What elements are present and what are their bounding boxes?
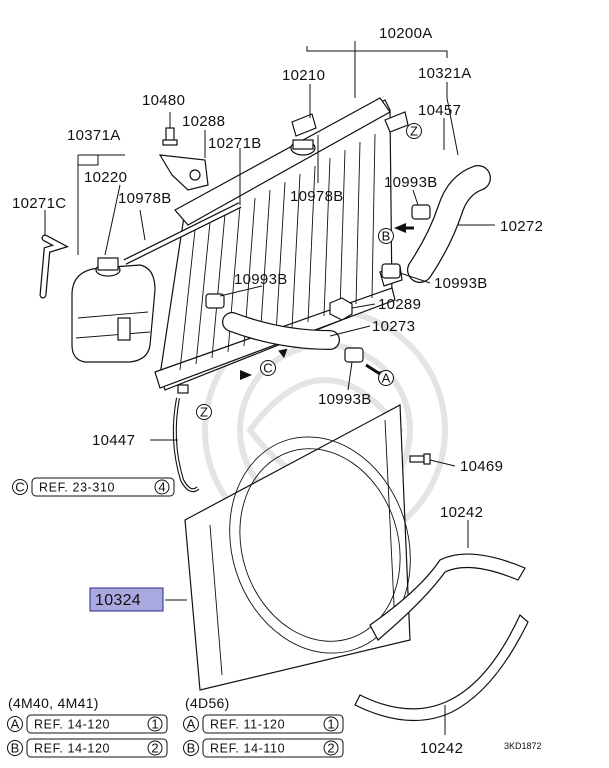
marker-b: B: [378, 228, 394, 244]
label-10371A[interactable]: 10371A: [67, 127, 121, 144]
label-10993B-bottom[interactable]: 10993B: [318, 391, 372, 408]
lower-shroud-upper: [369, 553, 526, 641]
svg-text:1: 1: [151, 717, 158, 732]
hose-clamp: [205, 204, 431, 363]
label-10457[interactable]: 10457: [418, 102, 461, 119]
svg-text:B: B: [11, 741, 20, 756]
bracket-10288: [158, 154, 209, 191]
svg-text:2: 2: [151, 741, 158, 756]
ref-c[interactable]: C REF. 23-310 4: [12, 477, 175, 497]
svg-text:A: A: [382, 371, 391, 386]
upper-hose-10272: [407, 165, 491, 283]
label-10480[interactable]: 10480: [142, 92, 185, 109]
label-10993B-upper-right[interactable]: 10993B: [384, 174, 438, 191]
svg-text:B: B: [382, 229, 391, 244]
group-label-4m40: (4M40, 4M41): [8, 695, 99, 711]
label-10289[interactable]: 10289: [378, 296, 421, 313]
label-10200A[interactable]: 10200A: [379, 25, 433, 42]
label-10978B-right[interactable]: 10978B: [290, 188, 344, 205]
label-10271B[interactable]: 10271B: [208, 135, 262, 152]
label-10220[interactable]: 10220: [84, 169, 127, 186]
label-10272[interactable]: 10272: [500, 218, 543, 235]
svg-text:Z: Z: [200, 405, 208, 420]
diagram-code: 3KD1872: [504, 741, 542, 751]
lower-hose-10273: [222, 312, 340, 350]
svg-text:B: B: [187, 741, 196, 756]
radiator-cap: [291, 113, 317, 137]
label-10242-upper[interactable]: 10242: [440, 504, 483, 521]
svg-text:4: 4: [158, 480, 165, 495]
drain-hose-10447: [172, 397, 200, 493]
leader-lines: [44, 41, 495, 735]
svg-text:REF. 14-120: REF. 14-120: [34, 718, 110, 732]
svg-text:A: A: [11, 717, 20, 732]
flow-arrows: [240, 223, 414, 380]
hose-10271B: [123, 202, 242, 265]
fan-shroud: [184, 404, 411, 691]
bolt-10480: [162, 127, 178, 146]
marker-z-top: Z: [406, 123, 422, 139]
svg-text:Z: Z: [410, 124, 418, 139]
lower-shroud-lower: [354, 614, 529, 722]
svg-text:REF. 14-110: REF. 14-110: [210, 742, 285, 756]
label-10978B-left[interactable]: 10978B: [118, 190, 172, 207]
label-10993B-mid[interactable]: 10993B: [234, 271, 288, 288]
svg-text:C: C: [263, 361, 272, 376]
nut-10289: [329, 297, 353, 321]
svg-text:C: C: [15, 480, 24, 495]
ref-right-b[interactable]: B REF. 14-110 2: [183, 738, 344, 758]
label-10993B-right[interactable]: 10993B: [434, 275, 488, 292]
svg-text:A: A: [187, 717, 196, 732]
label-10321A[interactable]: 10321A: [418, 65, 472, 82]
marker-c: C: [260, 360, 276, 376]
label-10447[interactable]: 10447: [92, 432, 135, 449]
ref-left-b[interactable]: B REF. 14-120 2: [7, 738, 168, 758]
svg-text:REF. 14-120: REF. 14-120: [34, 742, 110, 756]
marker-z-drain: Z: [196, 404, 212, 420]
bolt-10469: [409, 453, 431, 465]
label-10324-highlighted[interactable]: 10324: [89, 587, 164, 612]
group-label-4d56: (4D56): [185, 695, 230, 711]
label-10242-lower[interactable]: 10242: [420, 740, 463, 757]
svg-text:REF. 11-120: REF. 11-120: [210, 718, 285, 732]
label-10288[interactable]: 10288: [182, 113, 225, 130]
marker-a: A: [378, 370, 394, 386]
label-10469[interactable]: 10469: [460, 458, 503, 475]
part-labels[interactable]: 10200A 10210 10321A 10480 10288 10271B 1…: [12, 25, 543, 757]
radiator: [154, 97, 409, 394]
svg-text:1: 1: [327, 717, 334, 732]
label-10210[interactable]: 10210: [282, 67, 325, 84]
label-10271C[interactable]: 10271C: [12, 195, 66, 212]
label-10273[interactable]: 10273: [372, 318, 415, 335]
reserve-tank: [71, 257, 156, 363]
svg-text:10324: 10324: [95, 592, 141, 609]
svg-text:2: 2: [327, 741, 334, 756]
ref-right-a[interactable]: A REF. 11-120 1: [183, 714, 344, 734]
ref-left-a[interactable]: A REF. 14-120 1: [7, 714, 168, 734]
svg-text:REF. 23-310: REF. 23-310: [39, 481, 115, 495]
hose-10271C: [39, 234, 70, 299]
